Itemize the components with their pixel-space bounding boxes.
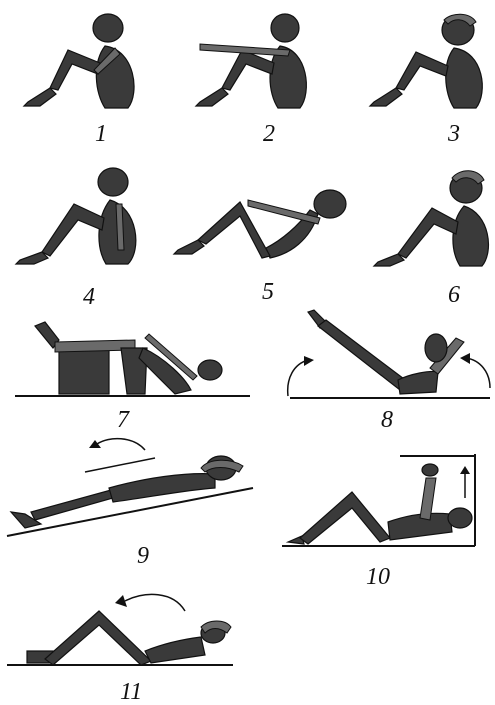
torso xyxy=(453,206,489,266)
arrowhead-up xyxy=(460,466,470,474)
figure-3-sit-up-hands-behind-head xyxy=(358,8,495,113)
leg xyxy=(222,50,274,90)
torso xyxy=(398,371,438,394)
figure-label-11: 11 xyxy=(120,680,142,704)
figure-9-incline-crunch xyxy=(5,432,255,542)
head xyxy=(314,190,346,218)
bench xyxy=(59,348,109,394)
head xyxy=(271,14,299,42)
leg xyxy=(31,490,113,520)
figure-5-reclined-crunch xyxy=(170,170,355,265)
motion-line xyxy=(85,458,155,472)
foot xyxy=(174,240,204,254)
figure-label-4: 4 xyxy=(83,285,95,309)
figure-4-crunch-hands-on-knees xyxy=(8,160,148,270)
rotation-arrow xyxy=(125,594,185,611)
figure-label-7: 7 xyxy=(117,408,129,432)
figure-8-v-up xyxy=(280,308,495,403)
torso xyxy=(446,48,483,108)
head xyxy=(425,334,447,362)
figure-10-crunch-with-weight xyxy=(280,452,490,552)
figure-label-2: 2 xyxy=(263,122,275,146)
torso xyxy=(145,637,205,663)
foot xyxy=(196,88,228,106)
figure-label-5: 5 xyxy=(262,280,274,304)
figure-11-crunch-feet-anchored xyxy=(5,585,235,670)
leg xyxy=(50,50,100,90)
head xyxy=(98,168,128,196)
figure-1-sit-up-hands-on-knees xyxy=(10,8,150,113)
leg xyxy=(398,208,458,258)
foot xyxy=(370,88,402,106)
foot xyxy=(16,252,48,264)
weight xyxy=(422,464,438,476)
head xyxy=(448,508,472,528)
figure-label-6: 6 xyxy=(448,283,460,307)
rotation-arrow xyxy=(97,439,145,450)
foot xyxy=(24,88,56,106)
arrowhead-right xyxy=(460,353,470,364)
figure-6-crunch-hands-behind-head xyxy=(370,162,495,272)
arrowhead-left xyxy=(304,356,314,366)
figure-label-8: 8 xyxy=(381,408,393,432)
leg xyxy=(396,52,448,90)
figure-label-9: 9 xyxy=(137,544,149,568)
figure-label-10: 10 xyxy=(366,565,390,589)
arm xyxy=(116,204,124,250)
leg xyxy=(45,611,151,665)
head xyxy=(198,360,222,380)
leg xyxy=(300,492,390,544)
leg xyxy=(318,320,408,390)
figure-label-3: 3 xyxy=(448,122,460,146)
figure-2-sit-up-arms-forward xyxy=(180,8,320,113)
leg xyxy=(198,202,270,258)
head xyxy=(93,14,123,42)
figure-label-1: 1 xyxy=(95,122,107,146)
leg xyxy=(42,204,104,256)
foot xyxy=(374,254,404,266)
figure-7-crunch-legs-on-bench xyxy=(15,318,250,400)
arrowhead xyxy=(89,440,101,448)
